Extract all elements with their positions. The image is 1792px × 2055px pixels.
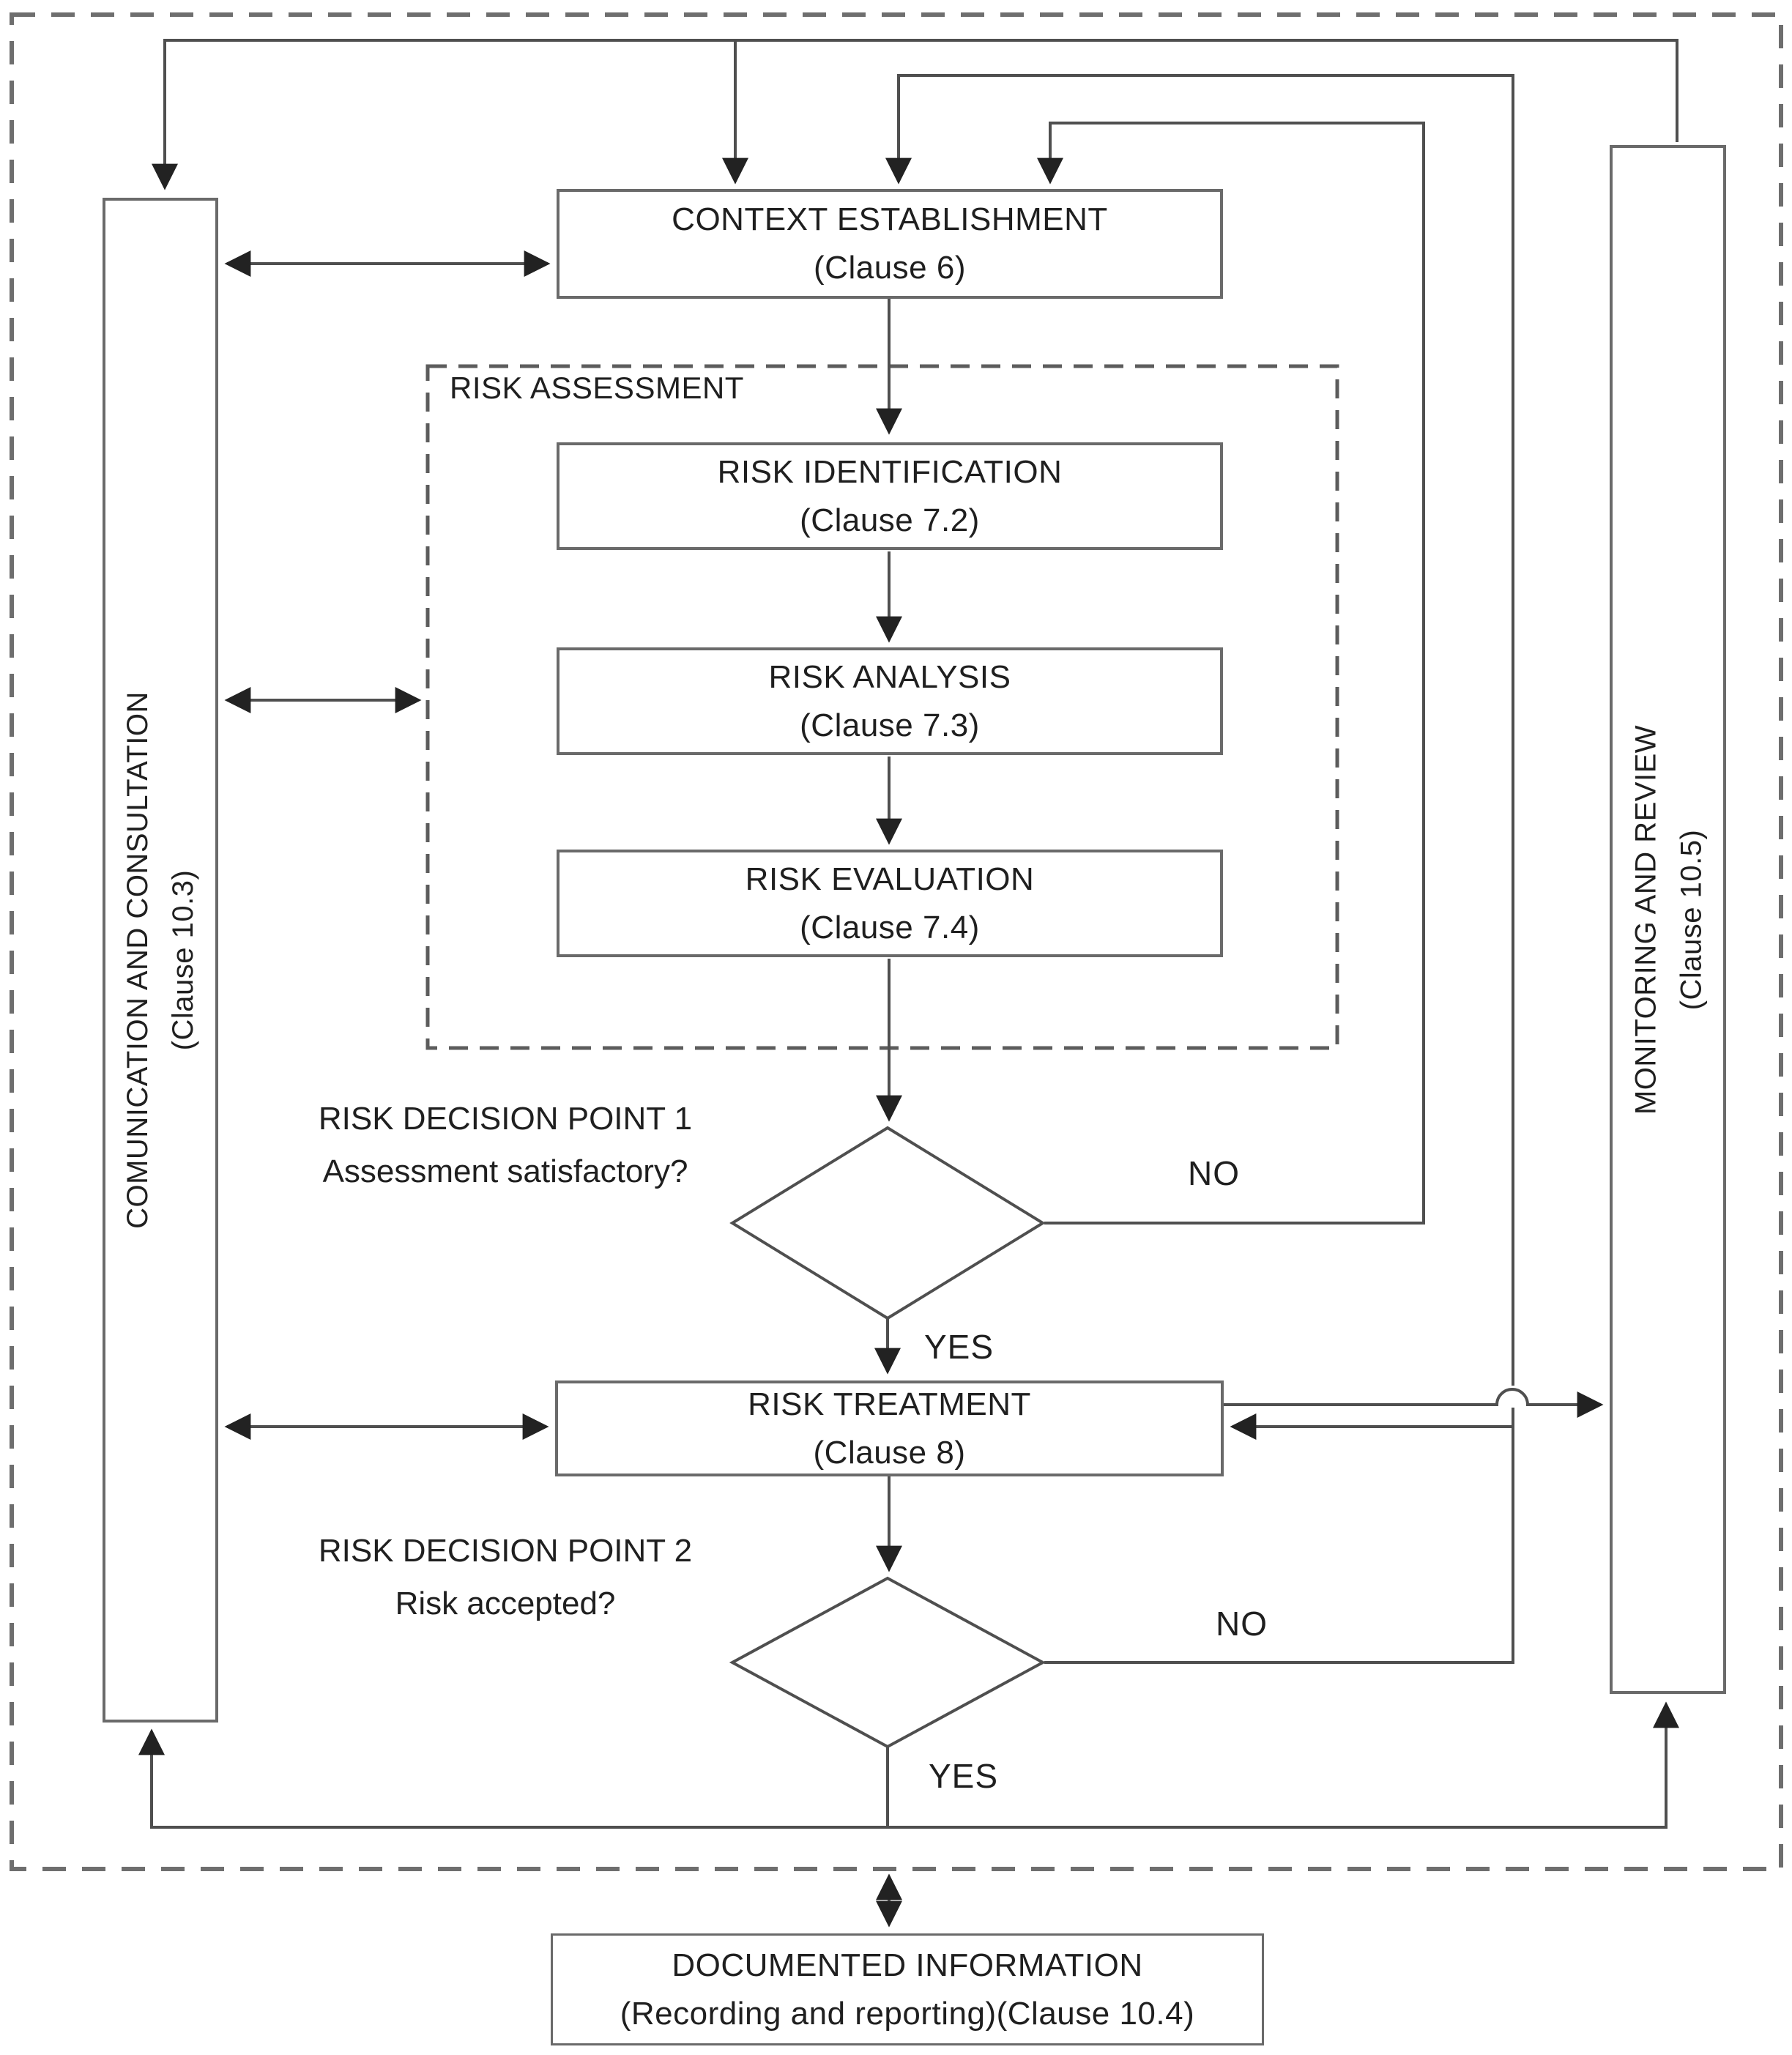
- risk-assessment-dashed-box: [425, 364, 1339, 1050]
- decision1-label-line2: Assessment satisfactory?: [322, 1153, 688, 1189]
- documented-information-clause: (Recording and reporting)(Clause 10.4): [620, 1995, 1195, 2032]
- risk-identification-clause: (Clause 7.2): [800, 502, 980, 538]
- context-clause: (Clause 6): [814, 250, 966, 286]
- decision2-label-line1: RISK DECISION POINT 2: [318, 1533, 693, 1569]
- top-loop-line: [152, 39, 1678, 190]
- monitoring-bar-clause: (Clause 10.5): [1674, 829, 1707, 1010]
- decision2-label-line2: Risk accepted?: [395, 1586, 616, 1621]
- communication-bar-title: COMUNICATION AND CONSULTATION: [122, 691, 154, 1229]
- communication-bar-clause: (Clause 10.3): [167, 869, 199, 1051]
- decision2-yes-label: YES: [929, 1757, 999, 1795]
- context-title: CONTEXT ESTABLISHMENT: [672, 201, 1108, 237]
- documented-information-title: DOCUMENTED INFORMATION: [672, 1947, 1143, 1983]
- risk-analysis-clause: (Clause 7.3): [800, 707, 980, 743]
- monitoring-bar-title: MONITORING AND REVIEW: [1629, 724, 1662, 1115]
- no1-loop-line: [1037, 122, 1425, 1225]
- outer-dashed-border: [10, 12, 1783, 1871]
- decision1-yes-label: YES: [924, 1328, 994, 1366]
- treatment-to-monitoring-line: [1224, 1388, 1604, 1418]
- node-risk-analysis: RISK ANALYSIS (Clause 7.3): [557, 647, 1223, 755]
- decision2-diamond: [729, 1576, 1046, 1749]
- bottom-return-line: [138, 1701, 1679, 1829]
- risk-treatment-title: RISK TREATMENT: [748, 1386, 1031, 1422]
- risk-analysis-title: RISK ANALYSIS: [768, 658, 1011, 695]
- risk-evaluation-clause: (Clause 7.4): [800, 909, 980, 945]
- decision2-label: RISK DECISION POINT 2 Risk accepted?: [249, 1525, 762, 1630]
- risk-assessment-group-label: RISK ASSESSMENT: [450, 371, 744, 405]
- decision1-label: RISK DECISION POINT 1 Assessment satisfa…: [249, 1093, 762, 1198]
- no2-loop-line: [885, 74, 1514, 1664]
- node-risk-identification: RISK IDENTIFICATION (Clause 7.2): [557, 442, 1223, 550]
- node-documented-information: DOCUMENTED INFORMATION (Recording and re…: [551, 1933, 1264, 2045]
- node-context-establishment: CONTEXT ESTABLISHMENT (Clause 6): [557, 189, 1223, 299]
- monitoring-review-bar: MONITORING AND REVIEW (Clause 10.5): [1610, 145, 1726, 1694]
- decision1-no-label: NO: [1188, 1154, 1240, 1192]
- decision1-label-line1: RISK DECISION POINT 1: [318, 1101, 693, 1137]
- risk-identification-title: RISK IDENTIFICATION: [717, 453, 1063, 490]
- risk-treatment-clause: (Clause 8): [813, 1434, 966, 1471]
- decision2-no-label: NO: [1216, 1605, 1268, 1643]
- risk-evaluation-title: RISK EVALUATION: [745, 861, 1035, 897]
- node-risk-evaluation: RISK EVALUATION (Clause 7.4): [557, 850, 1223, 957]
- decision1-diamond: [729, 1126, 1046, 1320]
- node-risk-treatment: RISK TREATMENT (Clause 8): [555, 1380, 1224, 1476]
- communication-consultation-bar: COMUNICATION AND CONSULTATION (Clause 10…: [103, 198, 218, 1723]
